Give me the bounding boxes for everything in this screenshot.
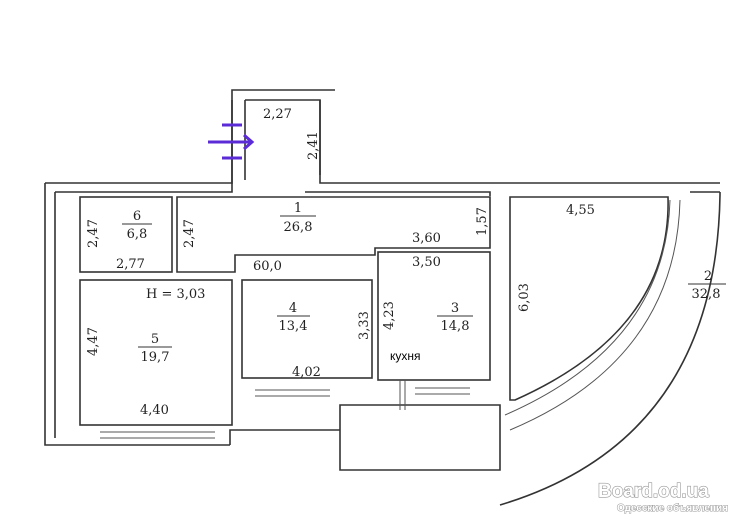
dim-entry-width: 2,27 bbox=[263, 107, 292, 122]
dim-r2-width: 4,55 bbox=[566, 203, 595, 218]
total-area: 60,0 bbox=[253, 259, 282, 274]
interior-walls bbox=[79, 194, 721, 506]
dim-r6-height: 2,47 bbox=[86, 219, 101, 248]
room-6-area: 6,8 bbox=[127, 227, 148, 242]
dim-r3-top-outer: 3,60 bbox=[412, 231, 441, 246]
room-5-outline bbox=[79, 279, 233, 426]
room-1-outline bbox=[176, 196, 491, 273]
curved-outer-wall bbox=[499, 194, 721, 506]
outer-walls bbox=[44, 89, 721, 471]
dim-r4-width: 4,02 bbox=[292, 365, 321, 380]
ceiling-height: H = 3,03 bbox=[146, 287, 205, 302]
room-4-outline bbox=[241, 279, 373, 379]
room-1-area: 26,8 bbox=[284, 220, 313, 235]
room-1-number: 1 bbox=[294, 201, 302, 216]
dim-r5-height: 4,47 bbox=[86, 327, 101, 356]
dim-r3-top-inner: 3,50 bbox=[412, 255, 441, 270]
room-3-name: кухня bbox=[390, 349, 421, 363]
dim-r6-width: 2,77 bbox=[116, 257, 145, 272]
dim-r3-height: 4,23 bbox=[382, 301, 397, 330]
room-3-outline bbox=[377, 251, 491, 381]
room-6-number: 6 bbox=[133, 209, 141, 224]
watermark-tagline: Одесские объявления bbox=[617, 502, 728, 514]
watermark-site: Board.od.ua bbox=[598, 481, 709, 502]
room-5-area: 19,7 bbox=[141, 350, 170, 365]
room-4-area: 13,4 bbox=[279, 319, 308, 334]
dim-corridor-width: 1,57 bbox=[475, 207, 490, 236]
room-2-area: 32,8 bbox=[692, 287, 721, 302]
dim-entry-depth: 2,41 bbox=[306, 131, 321, 160]
room-3-area: 14,8 bbox=[441, 319, 470, 334]
dim-r4-height: 3,33 bbox=[357, 311, 372, 340]
dim-r5-width: 4,40 bbox=[140, 403, 169, 418]
dim-r1-height: 2,47 bbox=[182, 219, 197, 248]
entry-arrow-icon bbox=[208, 123, 255, 160]
room-2-number: 2 bbox=[704, 269, 712, 284]
room-2-outline bbox=[509, 196, 669, 401]
room-5-number: 5 bbox=[151, 332, 159, 347]
dim-r2-depth: 6,03 bbox=[517, 283, 532, 312]
room-6-outline bbox=[79, 196, 173, 273]
room-4-number: 4 bbox=[289, 301, 297, 316]
room-3-number: 3 bbox=[451, 301, 459, 316]
